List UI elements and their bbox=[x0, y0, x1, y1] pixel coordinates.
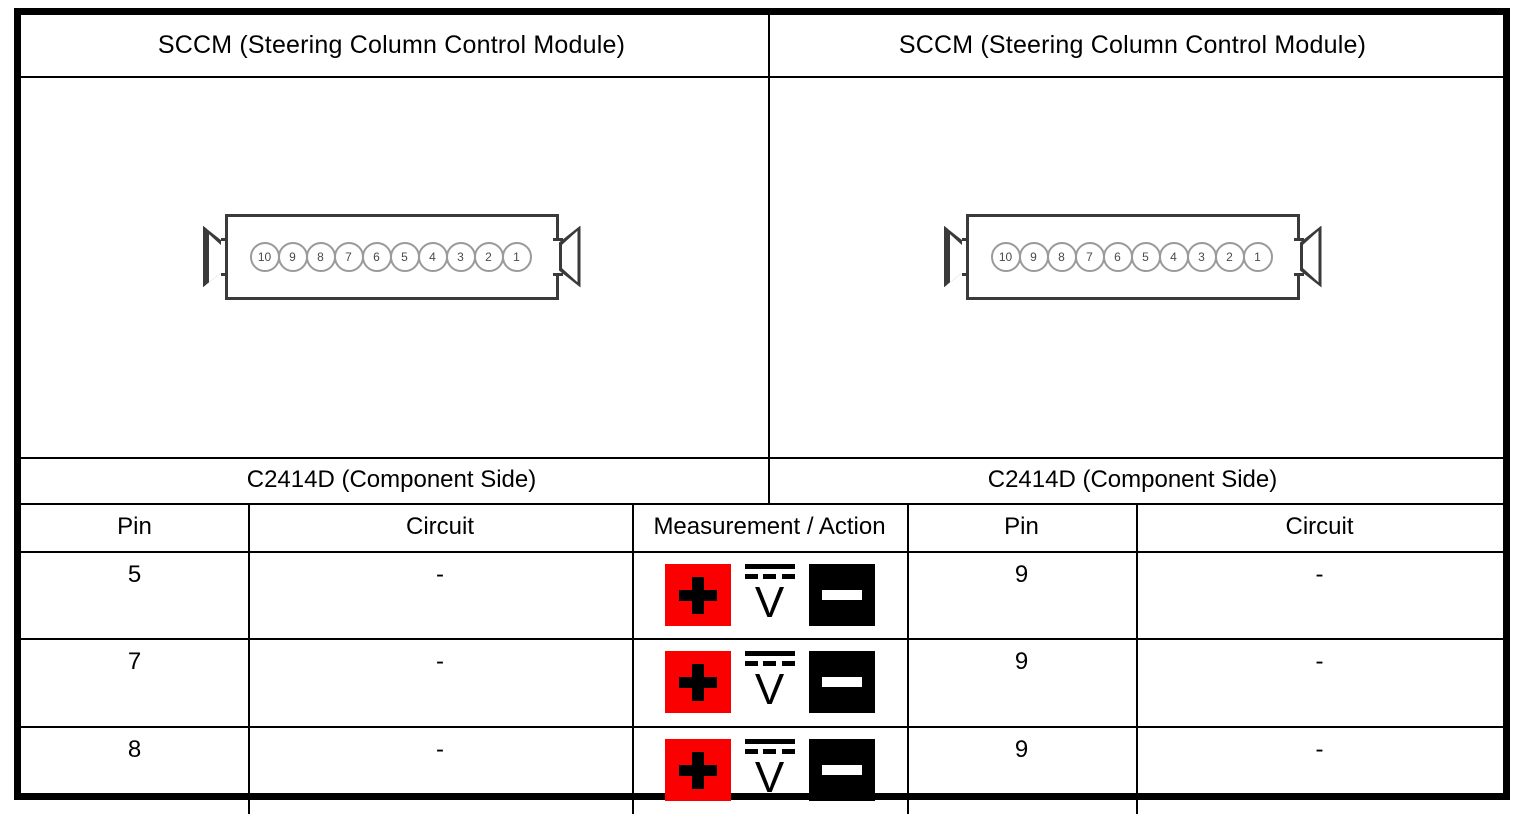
header-circuit-left: Circuit bbox=[405, 513, 474, 540]
cell-pin-left: 7 bbox=[127, 648, 142, 675]
col-divider-measurement-pin-right bbox=[907, 503, 909, 814]
minus-probe-icon bbox=[808, 563, 875, 626]
pin-cavity: 4 bbox=[417, 241, 448, 272]
cell-pin-right: 9 bbox=[1014, 736, 1029, 763]
cell-circuit-right: - bbox=[1315, 736, 1324, 763]
header-pin-left: Pin bbox=[117, 513, 152, 540]
header-measurement: Measurement / Action bbox=[653, 513, 886, 540]
rule-under-header bbox=[21, 551, 1503, 553]
module-title-left: SCCM (Steering Column Control Module) bbox=[157, 31, 626, 59]
cell-circuit-left: - bbox=[436, 561, 444, 588]
cell-circuit-left: - bbox=[436, 736, 444, 763]
connector-pin-row-left: 10 9 8 7 6 5 4 3 2 1 bbox=[233, 241, 551, 272]
header-circuit-right: Circuit bbox=[1285, 513, 1354, 540]
pin-cavity: 7 bbox=[333, 241, 364, 272]
cell-pin-left: 8 bbox=[127, 736, 142, 763]
pin-cavity: 2 bbox=[1214, 241, 1245, 272]
pin-cavity: 10 bbox=[990, 241, 1021, 272]
cell-pin-right: 9 bbox=[1014, 648, 1029, 675]
cell-circuit-left: - bbox=[436, 648, 444, 675]
connector-illustration-left: 10 9 8 7 6 5 4 3 2 1 bbox=[202, 208, 581, 306]
connector-cell-left: 10 9 8 7 6 5 4 3 2 1 bbox=[21, 76, 762, 457]
table-row: 8 - V bbox=[21, 726, 1503, 814]
pin-cavity: 9 bbox=[1018, 241, 1049, 272]
plus-probe-icon bbox=[664, 651, 731, 713]
connector-caption-left: C2414D (Component Side) bbox=[246, 466, 537, 493]
connector-caption-right: C2414D (Component Side) bbox=[987, 466, 1278, 493]
pin-cavity: 8 bbox=[1046, 241, 1077, 272]
panel-divider-upper bbox=[768, 15, 770, 503]
module-title-band: SCCM (Steering Column Control Module) SC… bbox=[21, 15, 1503, 76]
pin-cavity: 10 bbox=[249, 241, 280, 272]
col-divider-pin-circuit-left bbox=[248, 503, 250, 814]
table-row: 7 - V bbox=[21, 638, 1503, 726]
dc-voltmeter-icon: V bbox=[739, 562, 801, 628]
measurement-icon-group: V bbox=[664, 737, 875, 803]
voltmeter-label: V bbox=[754, 665, 785, 714]
module-title-right: SCCM (Steering Column Control Module) bbox=[898, 31, 1367, 59]
connector-illustration-right: 10 9 8 7 6 5 4 3 2 1 bbox=[943, 208, 1322, 306]
voltmeter-label: V bbox=[754, 577, 785, 627]
rule-above-captions bbox=[21, 457, 1503, 459]
table-row: 5 - V bbox=[21, 551, 1503, 638]
pin-cavity: 2 bbox=[473, 241, 504, 272]
connector-diagram-band: 10 9 8 7 6 5 4 3 2 1 bbox=[21, 76, 1503, 457]
voltmeter-label: V bbox=[754, 753, 785, 802]
table-header-row: Pin Circuit Measurement / Action Pin Cir… bbox=[21, 503, 1503, 551]
header-pin-right: Pin bbox=[1004, 513, 1039, 540]
cell-circuit-right: - bbox=[1315, 561, 1324, 588]
rule-row-1 bbox=[21, 638, 1503, 640]
pinout-table: Pin Circuit Measurement / Action Pin Cir… bbox=[21, 503, 1503, 814]
cell-pin-left: 5 bbox=[127, 561, 142, 588]
cell-measurement: V bbox=[632, 551, 907, 638]
table-frame: SCCM (Steering Column Control Module) SC… bbox=[14, 8, 1510, 814]
plus-probe-icon bbox=[664, 563, 731, 626]
pin-cavity: 1 bbox=[1242, 241, 1273, 272]
connector-neck-right bbox=[1293, 237, 1304, 276]
pin-cavity: 1 bbox=[501, 241, 532, 272]
pin-cavity: 3 bbox=[445, 241, 476, 272]
rule-under-titles bbox=[21, 76, 1503, 78]
minus-probe-icon bbox=[808, 651, 875, 713]
dc-voltmeter-icon: V bbox=[739, 737, 801, 803]
connector-cell-right: 10 9 8 7 6 5 4 3 2 1 bbox=[762, 76, 1503, 457]
cell-circuit-right: - bbox=[1315, 648, 1324, 675]
pin-cavity: 6 bbox=[1102, 241, 1133, 272]
connector-neck-right bbox=[552, 237, 563, 276]
col-divider-circuit-measurement bbox=[632, 503, 634, 814]
cell-measurement: V bbox=[632, 726, 907, 814]
dc-voltmeter-icon: V bbox=[739, 649, 801, 715]
measurement-icon-group: V bbox=[664, 562, 875, 628]
cell-measurement: V bbox=[632, 638, 907, 726]
pin-cavity: 5 bbox=[1130, 241, 1161, 272]
minus-probe-icon bbox=[808, 739, 875, 801]
connector-pin-row-right: 10 9 8 7 6 5 4 3 2 1 bbox=[974, 241, 1292, 272]
rule-above-table bbox=[21, 503, 1503, 505]
pin-cavity: 7 bbox=[1074, 241, 1105, 272]
plus-probe-icon bbox=[664, 739, 731, 801]
col-divider-pin-circuit-right bbox=[1136, 503, 1138, 814]
measurement-icon-group: V bbox=[664, 649, 875, 715]
connector-latch-right-icon bbox=[1299, 225, 1322, 288]
pin-cavity: 3 bbox=[1186, 241, 1217, 272]
cell-pin-right: 9 bbox=[1014, 561, 1029, 588]
pin-cavity: 9 bbox=[277, 241, 308, 272]
pin-cavity: 8 bbox=[305, 241, 336, 272]
connector-caption-band: C2414D (Component Side) C2414D (Componen… bbox=[21, 457, 1503, 503]
rule-row-2 bbox=[21, 726, 1503, 728]
pin-cavity: 4 bbox=[1158, 241, 1189, 272]
pin-cavity: 5 bbox=[389, 241, 420, 272]
connector-latch-right-icon bbox=[558, 225, 581, 288]
pin-cavity: 6 bbox=[361, 241, 392, 272]
